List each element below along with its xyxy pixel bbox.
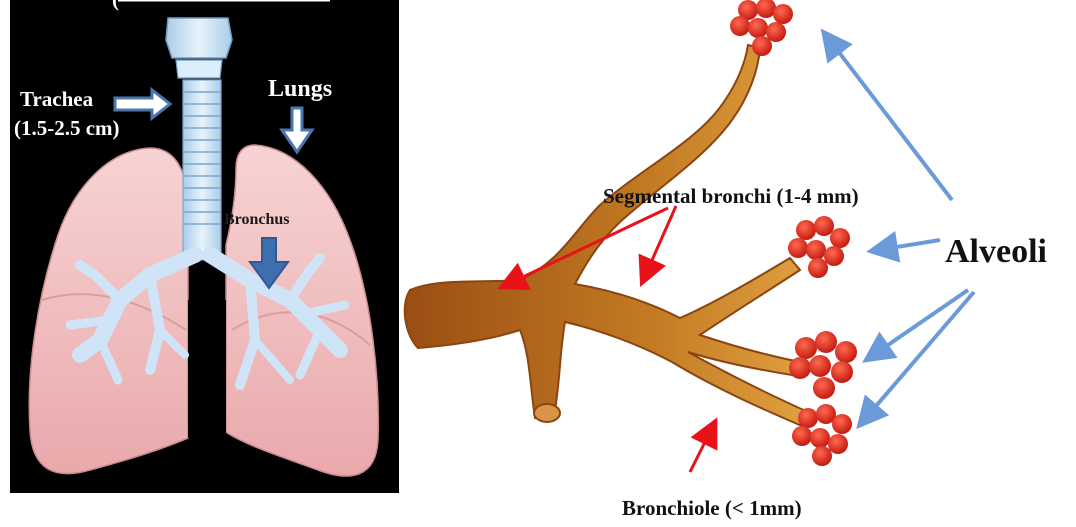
bronchus-label: Bronchus: [224, 211, 290, 228]
bronchiole-label: Bronchiole (< 1mm): [622, 496, 802, 520]
alveoli-arrow-icon: [872, 290, 968, 356]
alveoli-cluster: [792, 404, 852, 466]
trachea-label: Trachea: [20, 87, 94, 111]
alveoli-arrow-icon: [828, 38, 952, 200]
bronchi-trunk: [405, 45, 808, 426]
alveoli-arrow-icon: [864, 292, 974, 420]
airway-panel: Segmental bronchi (1-4 mm) Alveoli Bronc…: [405, 0, 1047, 520]
lung-panel: ( Trachea (1.5-2.5 cm) Lungs Bronchus: [10, 0, 399, 493]
bronchus-open-end: [534, 404, 560, 422]
lungs-label: Lungs: [268, 76, 332, 102]
trachea-size-label: (1.5-2.5 cm): [14, 116, 120, 140]
top-caption: (: [112, 0, 119, 11]
alveoli-cluster: [789, 331, 857, 399]
larynx: [166, 18, 232, 58]
bronchiole-pointer-arrow-icon: [690, 428, 712, 472]
segmental-bronchi-label: Segmental bronchi (1-4 mm): [603, 184, 859, 208]
trachea: [183, 80, 221, 260]
alveoli-arrow-icon: [878, 240, 940, 250]
larynx-cartilage: [176, 60, 222, 78]
alveoli-label: Alveoli: [945, 233, 1047, 270]
alveoli-cluster: [730, 0, 793, 56]
mediastinum: [188, 300, 226, 440]
